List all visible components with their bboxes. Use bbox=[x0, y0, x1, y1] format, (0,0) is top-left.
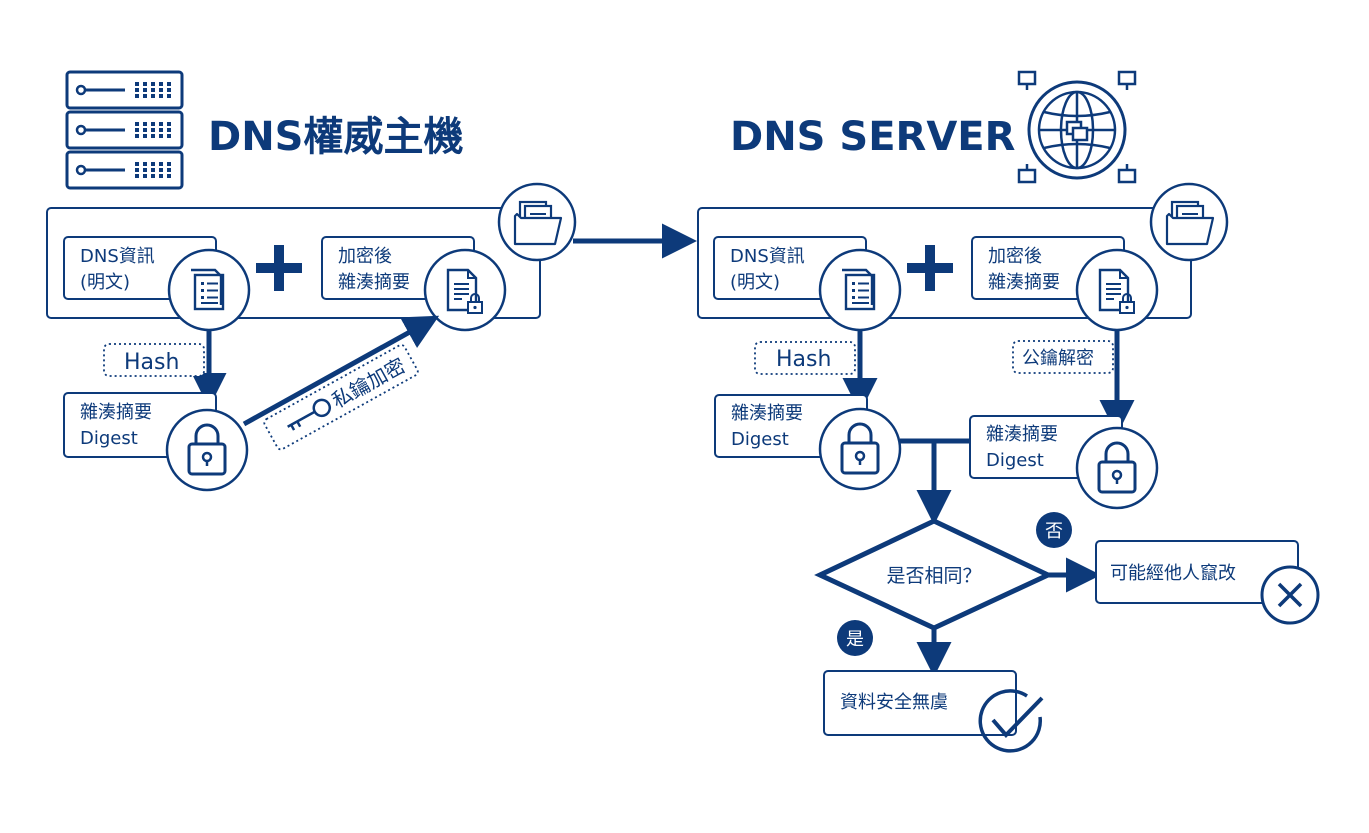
server-rack-icon bbox=[65, 70, 184, 190]
right-hash-tag bbox=[754, 341, 856, 375]
left-document-icon bbox=[167, 248, 251, 332]
left-digest-label-1: 雜湊摘要 bbox=[80, 402, 152, 423]
right-digest-a-label-2: Digest bbox=[731, 429, 789, 450]
network-globe-icon bbox=[1017, 70, 1137, 184]
left-encrypted-label-1: 加密後 bbox=[338, 246, 392, 267]
right-title: DNS SERVER bbox=[730, 114, 1015, 160]
right-folder-icon bbox=[1149, 182, 1229, 262]
no-badge bbox=[1036, 512, 1072, 548]
left-encrypted-label-2: 雜湊摘要 bbox=[338, 272, 410, 293]
left-encrypt-arrow bbox=[242, 315, 440, 427]
yes-result-box bbox=[823, 670, 1017, 736]
left-plus-icon bbox=[256, 245, 302, 291]
left-digest-label-2: Digest bbox=[80, 428, 138, 449]
right-digest-b-label-2: Digest bbox=[986, 450, 1044, 471]
left-key-tag bbox=[263, 344, 419, 451]
left-padlock-icon bbox=[165, 408, 249, 492]
right-padlock-a-icon bbox=[818, 407, 902, 491]
right-locked-document-icon bbox=[1075, 248, 1159, 332]
right-padlock-b-icon bbox=[1075, 426, 1159, 510]
right-digest-a-label-1: 雜湊摘要 bbox=[731, 403, 803, 424]
no-result-label: 可能經他人竄改 bbox=[1110, 563, 1236, 584]
left-folder-icon bbox=[497, 182, 577, 262]
right-decrypt-tag bbox=[1012, 340, 1114, 374]
right-document-icon bbox=[818, 248, 902, 332]
right-decrypt-label: 公鑰解密 bbox=[1022, 348, 1094, 369]
right-hash-label: Hash bbox=[776, 347, 831, 372]
right-plain-label-1: DNS資訊 bbox=[730, 246, 805, 267]
yes-result-label: 資料安全無虞 bbox=[840, 692, 948, 713]
left-hash-tag bbox=[103, 343, 205, 377]
yes-badge-label: 是 bbox=[846, 629, 864, 650]
left-plain-label-2: (明文) bbox=[80, 272, 130, 293]
left-title: DNS權威主機 bbox=[208, 114, 464, 160]
right-plain-label-2: (明文) bbox=[730, 272, 780, 293]
decision-question: 是否相同？ bbox=[886, 565, 981, 587]
left-locked-document-icon bbox=[423, 248, 507, 332]
no-badge-label: 否 bbox=[1045, 521, 1063, 542]
key-icon bbox=[287, 398, 332, 431]
yes-badge bbox=[837, 620, 873, 656]
left-hash-label: Hash bbox=[124, 350, 179, 375]
cross-circle-icon bbox=[1260, 565, 1320, 625]
left-plain-label-1: DNS資訊 bbox=[80, 246, 155, 267]
right-encrypted-label-2: 雜湊摘要 bbox=[988, 272, 1060, 293]
right-plus-icon bbox=[907, 245, 953, 291]
check-circle-icon bbox=[978, 689, 1044, 753]
right-digest-b-label-1: 雜湊摘要 bbox=[986, 424, 1058, 445]
right-encrypted-label-1: 加密後 bbox=[988, 246, 1042, 267]
